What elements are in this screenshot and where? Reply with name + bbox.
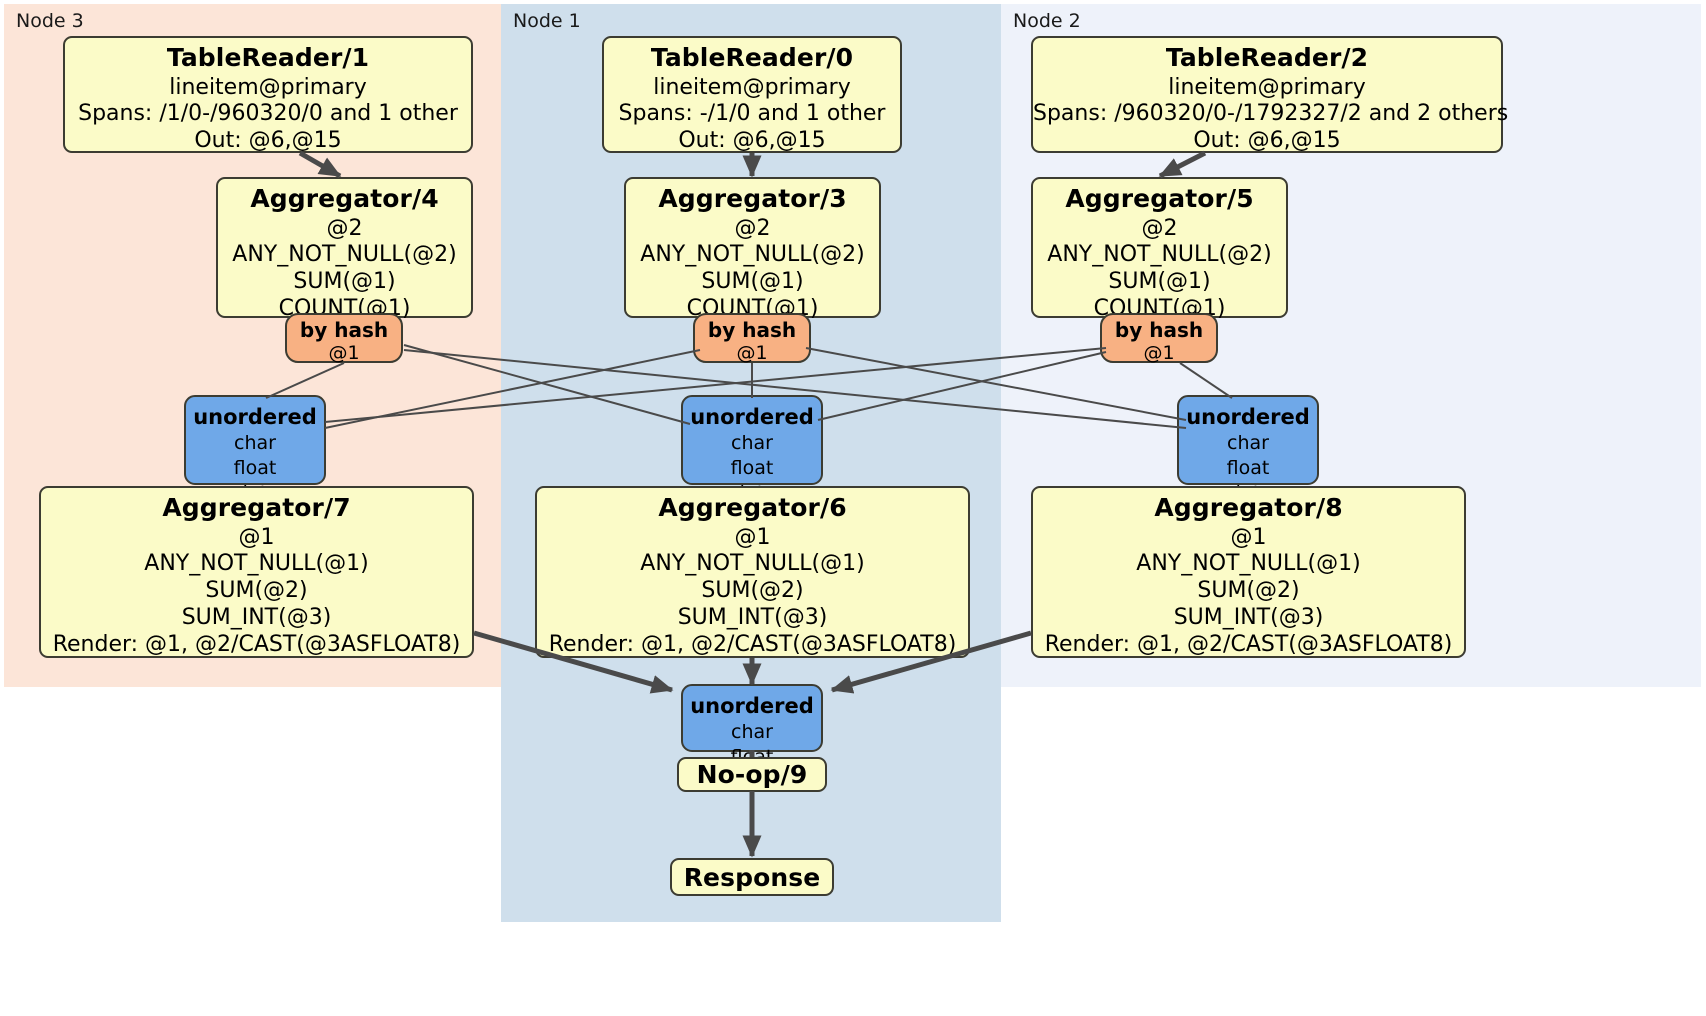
processor-aggregator-4[interactable]: Aggregator/4 @2 ANY_NOT_NULL(@2) SUM(@1)…: [216, 177, 473, 321]
synchronizer-title: unordered: [193, 405, 317, 429]
synchronizer-title: unordered: [690, 694, 814, 718]
processor-line: @2: [1141, 215, 1178, 241]
processor-aggregator-3[interactable]: Aggregator/3 @2 ANY_NOT_NULL(@2) SUM(@1)…: [624, 177, 881, 321]
processor-tablereader-2[interactable]: TableReader/2 lineitem@primary Spans: /9…: [1031, 36, 1509, 154]
synchronizer-title: unordered: [1186, 405, 1310, 429]
router-by-hash-5[interactable]: by hash @1: [1100, 313, 1218, 365]
processor-render-line: Render: @1, @2/CAST(@3ASFLOAT8): [52, 631, 461, 657]
processor-line: SUM(@1): [1108, 269, 1211, 295]
processor-line: SUM_INT(@3): [1173, 604, 1324, 630]
processor-line: SUM_INT(@3): [677, 604, 828, 630]
processor-title: Response: [683, 862, 821, 892]
processor-tablereader-0[interactable]: TableReader/0 lineitem@primary Spans: -/…: [602, 36, 902, 153]
synchronizer-type: char: [234, 432, 276, 455]
processor-line: @1: [238, 524, 275, 550]
processor-response[interactable]: Response: [670, 858, 834, 896]
processor-aggregator-7[interactable]: Aggregator/7 @1 ANY_NOT_NULL(@1) SUM(@2)…: [39, 486, 474, 658]
processor-title: Aggregator/7: [162, 493, 351, 522]
processor-title: Aggregator/5: [1065, 184, 1254, 213]
processor-title: Aggregator/6: [658, 493, 847, 522]
processor-line: Out: @6,@15: [1193, 128, 1341, 154]
synchronizer-unordered-node1[interactable]: unordered char float int: [681, 395, 823, 504]
processor-line: @1: [1230, 524, 1267, 550]
processor-title: TableReader/1: [166, 43, 370, 72]
processor-line: lineitem@primary: [1168, 74, 1366, 100]
processor-line: ANY_NOT_NULL(@2): [232, 242, 457, 268]
router-title: by hash: [1114, 318, 1204, 342]
processor-title: TableReader/0: [650, 43, 854, 72]
processor-title: No-op/9: [696, 760, 808, 790]
processor-aggregator-6[interactable]: Aggregator/6 @1 ANY_NOT_NULL(@1) SUM(@2)…: [535, 486, 970, 658]
processor-line: lineitem@primary: [169, 74, 367, 100]
synchronizer-type: char: [1227, 432, 1269, 455]
router-line: @1: [736, 342, 768, 365]
processor-render-line: Render: @1, @2/CAST(@3ASFLOAT8): [548, 631, 957, 657]
processor-line: ANY_NOT_NULL(@2): [640, 242, 865, 268]
router-title: by hash: [299, 318, 389, 342]
processor-render-line: Render: @1, @2/CAST(@3ASFLOAT8): [1044, 631, 1453, 657]
processor-line: SUM_INT(@3): [181, 604, 332, 630]
processor-line: SUM(@1): [293, 269, 396, 295]
processor-line: @2: [734, 215, 771, 241]
node-panel-label-node3: Node 3: [16, 10, 84, 32]
synchronizer-type: char: [731, 432, 773, 455]
router-line: @1: [1143, 342, 1175, 365]
processor-tablereader-1[interactable]: TableReader/1 lineitem@primary Spans: /1…: [63, 36, 473, 153]
synchronizer-type: char: [731, 721, 773, 744]
processor-line: SUM(@2): [1197, 578, 1300, 604]
node-panel-label-node1: Node 1: [513, 10, 581, 32]
processor-aggregator-5[interactable]: Aggregator/5 @2 ANY_NOT_NULL(@2) SUM(@1)…: [1031, 177, 1288, 321]
processor-line: lineitem@primary: [653, 74, 851, 100]
processor-line: @1: [734, 524, 771, 550]
processor-line: Spans: /960320/0-/1792327/2 and 2 others: [1033, 101, 1509, 127]
router-line: @1: [328, 342, 360, 365]
router-by-hash-3[interactable]: by hash @1: [693, 313, 811, 365]
synchronizer-unordered-node3[interactable]: unordered char float int: [184, 395, 326, 504]
processor-line: Out: @6,@15: [194, 128, 342, 154]
processor-line: SUM(@1): [701, 269, 804, 295]
processor-line: ANY_NOT_NULL(@1): [1136, 551, 1361, 577]
synchronizer-unordered-final[interactable]: unordered char float: [681, 684, 823, 768]
processor-line: SUM(@2): [205, 578, 308, 604]
processor-line: @2: [326, 215, 363, 241]
synchronizer-type: float: [1226, 456, 1270, 479]
processor-line: ANY_NOT_NULL(@2): [1047, 242, 1272, 268]
synchronizer-type: float: [730, 456, 774, 479]
processor-title: Aggregator/3: [658, 184, 847, 213]
processor-line: ANY_NOT_NULL(@1): [144, 551, 369, 577]
synchronizer-type: float: [233, 456, 277, 479]
processor-line: ANY_NOT_NULL(@1): [640, 551, 865, 577]
node-panel-label-node2: Node 2: [1013, 10, 1081, 32]
router-by-hash-4[interactable]: by hash @1: [285, 313, 403, 365]
processor-title: TableReader/2: [1165, 43, 1369, 72]
processor-title: Aggregator/4: [250, 184, 439, 213]
processor-line: Out: @6,@15: [678, 128, 826, 154]
processor-line: Spans: /1/0-/960320/0 and 1 other: [78, 101, 458, 127]
synchronizer-unordered-node2[interactable]: unordered char float int: [1177, 395, 1319, 504]
processor-line: Spans: -/1/0 and 1 other: [618, 101, 886, 127]
processor-title: Aggregator/8: [1154, 493, 1343, 522]
processor-aggregator-8[interactable]: Aggregator/8 @1 ANY_NOT_NULL(@1) SUM(@2)…: [1031, 486, 1466, 658]
processor-line: SUM(@2): [701, 578, 804, 604]
processor-no-op-9[interactable]: No-op/9: [677, 757, 827, 792]
router-title: by hash: [707, 318, 797, 342]
synchronizer-title: unordered: [690, 405, 814, 429]
